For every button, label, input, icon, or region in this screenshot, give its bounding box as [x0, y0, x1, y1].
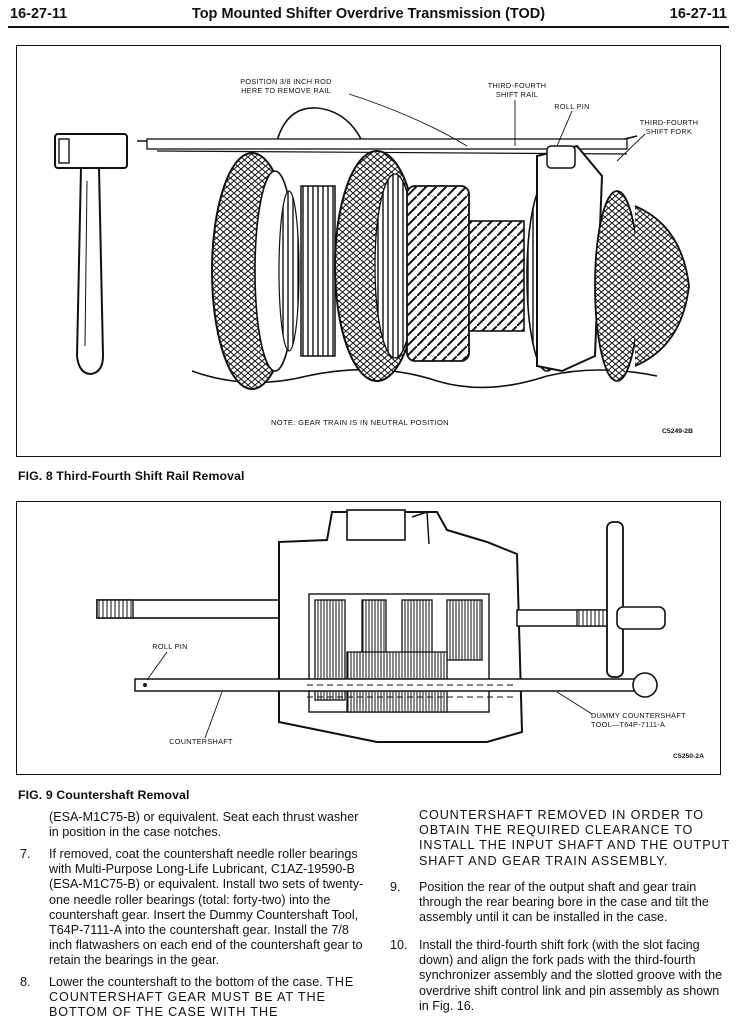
figure-9-caption: FIG. 9 Countershaft Removal — [18, 788, 190, 802]
step-8-number: 8. — [20, 975, 31, 989]
figure-9-code: C5250-2A — [673, 753, 704, 760]
countershaft-illustration — [96, 509, 666, 743]
page-header: 16-27-11 Top Mounted Shifter Overdrive T… — [10, 6, 727, 24]
page-title: Top Mounted Shifter Overdrive Transmissi… — [191, 6, 546, 22]
label-position-rod: POSITION 3/8 INCH ROD HERE TO REMOVE RAI… — [240, 77, 332, 95]
label-countershaft: COUNTERSHAFT — [169, 737, 233, 746]
step-9-number: 9. — [390, 880, 401, 894]
figure-9: ROLL PIN COUNTERSHAFT DUMMY COUNTERSHAFT… — [16, 501, 721, 775]
label-shift-rail: THIRD-FOURTH SHIFT RAIL — [487, 81, 547, 99]
right-caps-text: COUNTERSHAFT REMOVED IN ORDER TO OBTAIN … — [419, 808, 730, 868]
header-rule — [8, 26, 729, 28]
label-roll-pin: ROLL PIN — [554, 102, 590, 111]
label-roll-pin-9: ROLL PIN — [152, 642, 188, 651]
figure-8-caption: FIG. 8 Third-Fourth Shift Rail Removal — [18, 469, 245, 483]
label-shift-fork: THIRD-FOURTH SHIFT FORK — [639, 118, 699, 136]
step-7-number: 7. — [20, 847, 31, 861]
page-number-right: 16-27-11 — [669, 6, 727, 22]
left-continuation: (ESA-M1C75-B) or equivalent. Seat each t… — [49, 810, 359, 840]
figure-code: C5249-2B — [662, 428, 693, 435]
step-10-number: 10. — [390, 938, 408, 952]
figure-note: NOTE: GEAR TRAIN IS IN NEUTRAL POSITION — [271, 418, 449, 427]
label-dummy-tool: DUMMY COUNTERSHAFT TOOL—T64P-7111-A — [591, 711, 686, 729]
figure-8: POSITION 3/8 INCH ROD HERE TO REMOVE RAI… — [16, 45, 721, 457]
step-8-text: Lower the countershaft to the bottom of … — [49, 975, 364, 1021]
page-number-left: 16-27-11 — [10, 6, 68, 22]
step-9-text: Position the rear of the output shaft an… — [419, 880, 709, 925]
step-7-text: If removed, coat the countershaft needle… — [49, 847, 364, 968]
step-8-sentence: Lower the countershaft to the bottom of … — [49, 975, 323, 989]
step-10-text: Install the third-fourth shift fork (wit… — [419, 938, 723, 1013]
gear-train-illustration — [54, 93, 690, 390]
step-8-caps: THE COUNTERSHAFT GEAR MUST BE AT THE BOT… — [49, 975, 355, 1020]
